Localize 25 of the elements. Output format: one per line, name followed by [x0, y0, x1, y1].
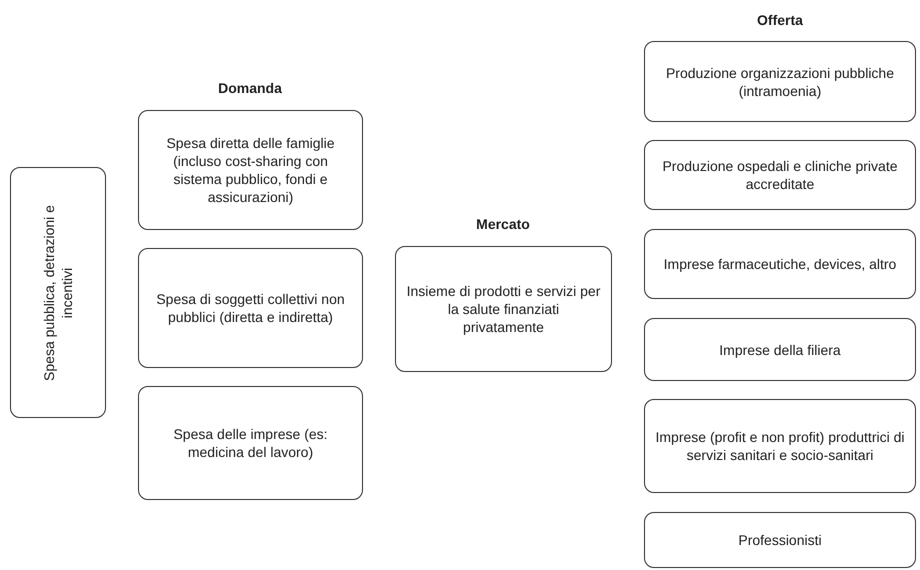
box-text: Professionisti [737, 531, 823, 549]
box-text: Imprese farmaceutiche, devices, altro [662, 255, 898, 273]
rounded-box [138, 248, 363, 368]
rounded-box [10, 167, 106, 418]
box-text: Insieme di prodotti e servizi per la salute finanziati privatamente [406, 282, 602, 336]
box-text: Spesa pubblica, detrazioni e incentivi [40, 204, 76, 382]
rounded-box [395, 246, 612, 372]
column-heading: Mercato [476, 216, 530, 232]
box-text: Imprese della filiera [718, 340, 842, 358]
rounded-box [644, 41, 916, 122]
box-text: Imprese (profit e non profit) produttrici di servizi sanitari e socio-sanitari [654, 428, 906, 464]
rounded-box [644, 399, 916, 493]
box-text: Spesa diretta delle famiglie (incluso cost-sharing con sistema pubblico, fondi e assicurazioni) [165, 134, 336, 206]
rounded-box [138, 386, 363, 500]
box-text: Produzione organizzazioni pubbliche (intramoenia) [664, 64, 896, 100]
rounded-box [644, 229, 916, 299]
box-text: Produzione ospedali e cliniche private accreditate [661, 157, 899, 193]
rounded-box [138, 110, 363, 230]
column-heading: Domanda [218, 80, 282, 96]
rounded-box [644, 318, 916, 381]
box-text: Spesa di soggetti collettivi non pubblici (diretta e indiretta) [155, 290, 346, 326]
box-text: Spesa delle imprese (es: medicina del lavoro) [172, 425, 329, 461]
rounded-box [644, 512, 916, 568]
column-heading: Offerta [757, 12, 803, 28]
rounded-box [644, 140, 916, 210]
